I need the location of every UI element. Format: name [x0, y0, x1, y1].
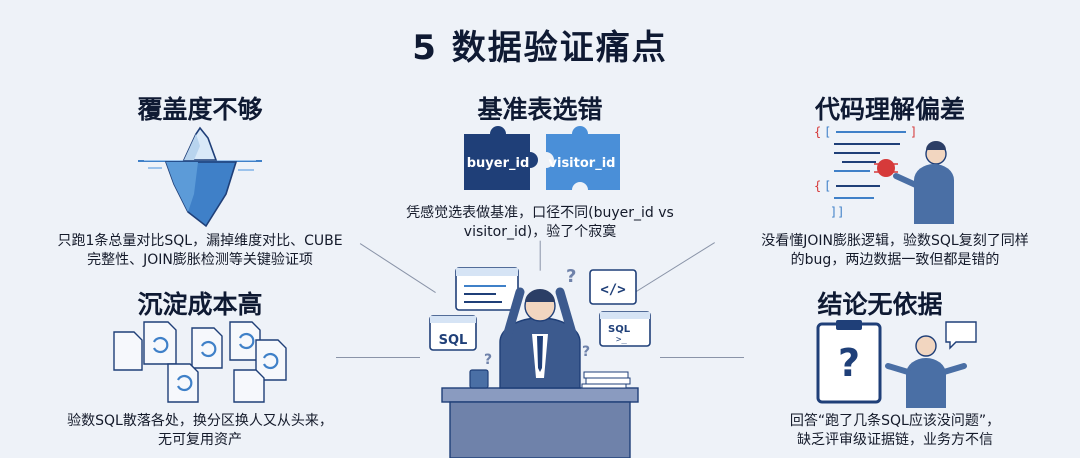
svg-text:{: {: [814, 179, 821, 193]
code-bug-icon: { [ ] { [ ]]: [810, 120, 970, 226]
code-title: 代码理解偏差: [814, 95, 965, 124]
iceberg-icon: [138, 124, 262, 230]
puzzle-icon: buyer_id visitor_id: [460, 124, 630, 198]
sql-terminal-icon: SQL >_: [599, 311, 651, 347]
code-tag-window-icon: </>: [589, 269, 637, 305]
conclusion-desc: 回答“跑了几条SQL应该没问题”， 缺乏评审级证据链，业务方不信: [740, 412, 1050, 450]
page-title: 5 数据验证痛点: [412, 28, 668, 68]
question-clipboard-icon: ?: [812, 318, 982, 408]
sql-window-icon: SQL: [429, 315, 477, 351]
connector-line-conclusion: [660, 357, 744, 359]
svg-text:?: ?: [838, 341, 860, 385]
baseline-desc: 凭感觉选表做基准，口径不同(buyer_id vs visitor_id)，验了…: [370, 204, 710, 242]
coverage-desc: 只跑1条总量对比SQL，漏掉维度对比、CUBE 完整性、JOIN膨胀检测等关键验…: [30, 232, 370, 270]
svg-text:]: ]: [910, 125, 917, 139]
coverage-title: 覆盖度不够: [137, 95, 263, 124]
svg-text:[: [: [824, 179, 831, 193]
cost-desc-line-1: 验数SQL散落各处，换分区换人又从头来，: [67, 413, 333, 429]
coverage-desc-line-2: 完整性、JOIN膨胀检测等关键验证项: [87, 252, 313, 268]
connector-line-cost: [336, 357, 420, 359]
code-desc-line-1: 没看懂JOIN膨胀逻辑，验数SQL复刻了同样: [761, 233, 1029, 249]
coverage-desc-line-1: 只跑1条总量对比SQL，漏掉维度对比、CUBE: [57, 233, 343, 249]
documents-sync-icon: [110, 318, 290, 404]
sql-terminal-label: SQL: [608, 324, 631, 335]
question-mark-icon: ?: [484, 352, 492, 368]
cost-desc: 验数SQL散落各处，换分区换人又从头来， 无可复用资产: [40, 412, 360, 450]
baseline-desc-line-2: visitor_id)，验了个寂寞: [463, 224, 617, 240]
conclusion-desc-line-1: 回答“跑了几条SQL应该没问题”，: [789, 413, 1001, 429]
code-tag-label: </>: [600, 282, 625, 298]
confused-person-icon: [885, 335, 967, 408]
baseline-title: 基准表选错: [477, 95, 603, 124]
conclusion-title: 结论无依据: [817, 290, 943, 319]
svg-text:{: {: [814, 125, 821, 139]
code-window-icon: [455, 267, 519, 311]
conclusion-desc-line-2: 缺乏评审级证据链，业务方不信: [797, 432, 993, 448]
visitor-id-label: visitor_id: [549, 156, 616, 171]
center-illustration: SQL </> SQL >_ ? ? ?: [420, 260, 660, 458]
question-mark-icon: ?: [566, 266, 576, 287]
stressed-person-icon: [499, 287, 581, 389]
cost-title: 沉淀成本高: [137, 290, 263, 319]
code-desc: 没看懂JOIN膨胀逻辑，验数SQL复刻了同样 的bug，两边数据一致但都是错的: [730, 232, 1060, 270]
svg-text:[: [: [824, 125, 831, 139]
svg-text:]]: ]]: [830, 205, 844, 219]
sql-window-label: SQL: [439, 333, 468, 348]
sql-terminal-prompt: >_: [616, 335, 627, 345]
code-desc-line-2: 的bug，两边数据一致但都是错的: [790, 252, 1000, 268]
question-mark-icon: ?: [582, 344, 590, 360]
cost-desc-line-2: 无可复用资产: [158, 432, 242, 448]
baseline-desc-line-1: 凭感觉选表做基准，口径不同(buyer_id vs: [406, 205, 674, 221]
buyer-id-label: buyer_id: [467, 156, 530, 171]
